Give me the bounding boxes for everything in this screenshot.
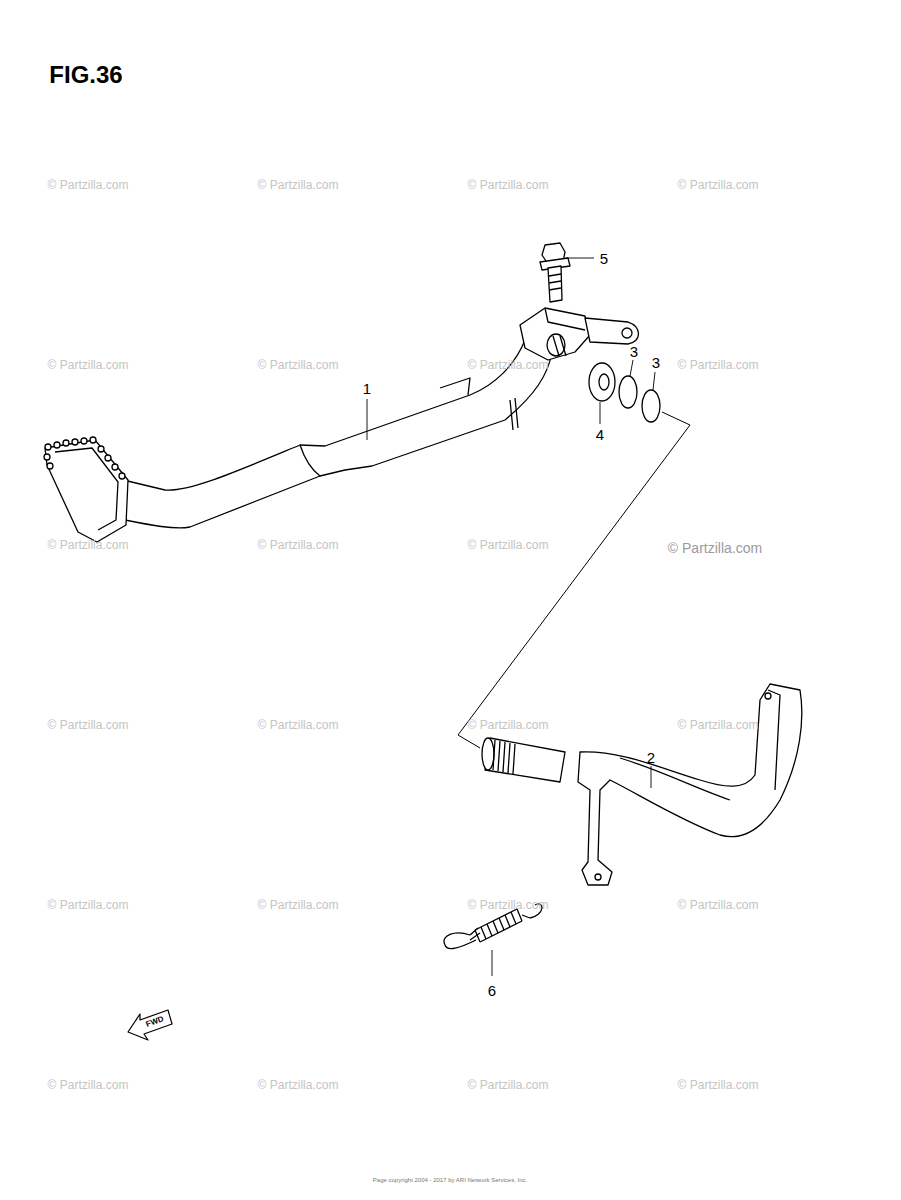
callout-number: 3: [630, 344, 638, 359]
forward-arrow: [128, 1010, 172, 1040]
copyright-note: Page copyright 2004 - 2017 by ARI Networ…: [373, 1177, 527, 1183]
callout-number: 3: [652, 355, 660, 370]
brake-arm: [482, 684, 802, 885]
watermark: © Partzilla.com: [48, 899, 129, 911]
callout-number: 2: [647, 750, 655, 765]
bolt: [540, 243, 570, 302]
watermark: © Partzilla.com: [468, 1079, 549, 1091]
callout-number: 6: [488, 983, 496, 998]
assembly-line: [458, 412, 690, 748]
watermark: © Partzilla.com: [258, 539, 339, 551]
watermark: © Partzilla.com: [258, 719, 339, 731]
watermark: © Partzilla.com: [678, 359, 759, 371]
watermark: © Partzilla.com: [48, 539, 129, 551]
watermark: © Partzilla.com: [678, 1079, 759, 1091]
leader-lines: [367, 258, 655, 976]
watermark: © Partzilla.com: [258, 899, 339, 911]
callout-number: 5: [600, 251, 608, 266]
watermark: © Partzilla.com: [668, 541, 762, 555]
watermark: © Partzilla.com: [678, 899, 759, 911]
washer: [589, 363, 615, 401]
watermark: © Partzilla.com: [468, 359, 549, 371]
watermark: © Partzilla.com: [48, 1079, 129, 1091]
watermark: © Partzilla.com: [468, 899, 549, 911]
watermark: © Partzilla.com: [48, 719, 129, 731]
figure-title: FIG.36: [49, 63, 122, 87]
watermark: © Partzilla.com: [258, 359, 339, 371]
watermark: © Partzilla.com: [678, 179, 759, 191]
watermark: © Partzilla.com: [258, 1079, 339, 1091]
watermark: © Partzilla.com: [48, 359, 129, 371]
watermark: © Partzilla.com: [258, 179, 339, 191]
watermark: © Partzilla.com: [678, 719, 759, 731]
brake-pedal: [44, 308, 639, 542]
callout-number: 1: [363, 381, 371, 396]
watermark: © Partzilla.com: [468, 179, 549, 191]
watermark: © Partzilla.com: [468, 539, 549, 551]
watermark: © Partzilla.com: [48, 179, 129, 191]
callout-number: 4: [596, 427, 604, 442]
watermark: © Partzilla.com: [468, 719, 549, 731]
